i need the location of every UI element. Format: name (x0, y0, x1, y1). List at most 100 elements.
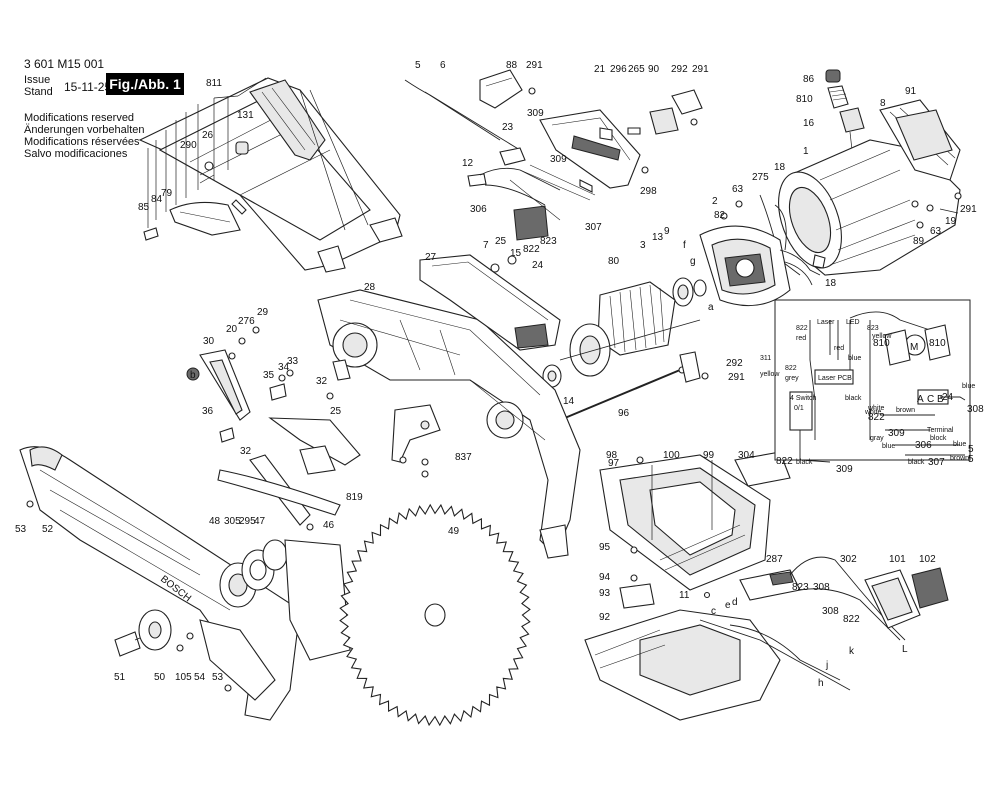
callout-c837: 837 (455, 452, 472, 463)
letter-a: a (708, 302, 714, 313)
wiring-wire_blue2: blue (953, 441, 966, 448)
callout-c36: 36 (202, 406, 214, 417)
callout-c105: 105 (175, 672, 192, 683)
wiring-wire_blue3: blue (848, 355, 861, 362)
wiring-n822_left: 822 (796, 325, 808, 332)
callout-c20: 20 (226, 324, 238, 335)
button-90 (649, 107, 679, 135)
wiring-term_a: A (917, 394, 924, 405)
wiring-terminal_block_2: block (930, 435, 947, 442)
lever-292b (679, 351, 709, 383)
callout-c18b: 18 (825, 278, 837, 289)
callout-c9: 9 (664, 226, 670, 237)
callout-c52: 52 (42, 524, 54, 535)
callout-c47: 47 (254, 516, 266, 527)
wiring-wire_black: black (845, 395, 862, 402)
callout-c822b: 822 (843, 614, 860, 625)
wiring-led: LED (846, 319, 860, 326)
callout-c131: 131 (237, 110, 254, 121)
wiring-n311_color: yellow (760, 371, 780, 378)
callout-c6: 6 (440, 60, 446, 71)
nut-34 (278, 374, 286, 382)
wiring-diagram (774, 299, 971, 463)
base-cover-92 (584, 609, 851, 721)
screw-36 (219, 427, 235, 443)
wiring-n822_grey: 822 (785, 365, 797, 372)
wiring-wire_black2: black (908, 459, 925, 466)
wiring-n822_black: 822 (776, 456, 793, 467)
letter-f: f (683, 240, 686, 251)
callout-c24: 24 (532, 260, 544, 271)
part-12 (467, 173, 487, 187)
screw-53a (26, 500, 34, 508)
upper-blade-guard (138, 77, 403, 273)
wiring-n822w: 822 (868, 412, 885, 423)
issue-label: Issue (24, 74, 51, 86)
screw-105 (176, 644, 184, 652)
screw-291c (954, 192, 962, 200)
callout-c96: 96 (618, 408, 630, 419)
letter-c_lbl: c (711, 606, 716, 617)
wiring-motor: M (910, 342, 918, 353)
callout-c304: 304 (738, 450, 755, 461)
saw-blade-49 (339, 503, 531, 727)
spring-296 (599, 127, 613, 141)
callout-c276: 276 (238, 316, 255, 327)
callout-c292b: 292 (726, 358, 743, 369)
callout-c16: 16 (803, 118, 815, 129)
callout-c291b: 291 (692, 64, 709, 75)
stand-label: Stand (24, 86, 53, 98)
screw-33 (286, 369, 294, 377)
callout-c3: 3 (640, 240, 646, 251)
callout-c90: 90 (648, 64, 660, 75)
wiring-n308: 308 (967, 404, 984, 415)
pcb-287 (739, 569, 801, 601)
callout-c98: 98 (606, 450, 618, 461)
issue-date: 15-11-25 (64, 80, 112, 94)
wiring-wire_blue4: blue (962, 383, 975, 390)
callout-c94: 94 (599, 572, 611, 583)
wiring-term_c: C (927, 394, 934, 405)
callout-c48: 48 (209, 516, 221, 527)
washer-25a (490, 263, 500, 273)
callout-c308a: 308 (813, 582, 830, 593)
spring-810 (827, 85, 849, 109)
spring-79 (231, 199, 247, 215)
mod-line-fr: Modifications réservées (24, 136, 140, 148)
callout-c822: 822 (523, 244, 540, 255)
callout-c8: 8 (880, 98, 886, 109)
screw-276 (238, 337, 246, 345)
mod-line-de: Änderungen vorbehalten (24, 124, 145, 136)
callout-c302: 302 (840, 554, 857, 565)
callout-c97: 97 (608, 458, 620, 469)
callout-c25b: 25 (330, 406, 342, 417)
callout-c309a: 309 (527, 108, 544, 119)
letter-b: b (190, 370, 196, 381)
callout-c14: 14 (563, 396, 575, 407)
wiring-n810b: 810 (929, 338, 946, 349)
callout-c99: 99 (703, 450, 715, 461)
bearing-13 (672, 277, 707, 307)
spring-35 (269, 383, 287, 401)
wiring-n5b: 5 (968, 454, 974, 465)
bracket-837 (391, 404, 441, 478)
callout-c82: 82 (714, 210, 726, 221)
marker-b (186, 367, 200, 381)
callout-c823b: 823 (792, 582, 809, 593)
callout-c27: 27 (425, 252, 437, 263)
callout-c34: 34 (278, 362, 290, 373)
pin-25b (326, 392, 334, 400)
wiring-n822_black_color: black (796, 459, 813, 466)
guard-handle-grip (249, 79, 326, 161)
callout-c100: 100 (663, 450, 680, 461)
wiring-wire_brown2: brown (950, 455, 969, 462)
screw-94 (630, 574, 638, 582)
stator-2 (699, 225, 821, 307)
rotor-80 (559, 281, 701, 377)
clamp-819b (299, 445, 336, 475)
callout-c307: 307 (585, 222, 602, 233)
link-819a (268, 417, 361, 466)
callout-c93: 93 (599, 588, 611, 599)
